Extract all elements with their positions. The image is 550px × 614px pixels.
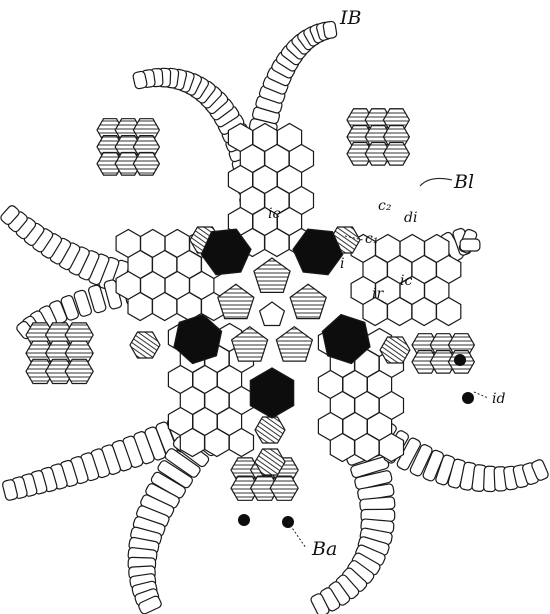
pore-dot — [238, 514, 250, 526]
label-ba: Ba — [311, 538, 337, 560]
leader-id — [474, 392, 488, 398]
oral-plate — [250, 368, 293, 418]
label-di: di — [404, 210, 417, 226]
label-c1: c₁ — [365, 231, 378, 247]
basal-plate — [276, 327, 312, 361]
pinnule-plate — [270, 476, 298, 500]
pinnule-plate — [383, 143, 409, 166]
arm-ossicle — [323, 21, 338, 39]
label-ir: ir — [372, 286, 384, 302]
leader-ba — [288, 522, 306, 548]
label-id: id — [492, 391, 505, 407]
basal-plate — [290, 284, 326, 318]
basal-plate — [254, 258, 290, 292]
label-ib: IB — [339, 7, 362, 29]
label-c2: c₂ — [378, 198, 392, 214]
pinnule-plate — [65, 359, 93, 383]
label-ic-upper: ic — [268, 206, 280, 222]
radial-plate — [130, 332, 160, 358]
arm-ossicle — [460, 239, 480, 251]
pore-dot — [462, 392, 474, 404]
basal-plate — [218, 284, 254, 318]
pinnule-plate — [133, 153, 159, 176]
pore-dot — [454, 354, 466, 366]
label-bl: Bl — [453, 171, 474, 193]
label-i: i — [340, 256, 344, 272]
leader-bl — [420, 178, 452, 186]
radial-plate — [255, 417, 285, 443]
calyx-plate — [437, 298, 461, 326]
label-ic-right: ic — [400, 273, 412, 289]
central-plate — [260, 302, 285, 326]
